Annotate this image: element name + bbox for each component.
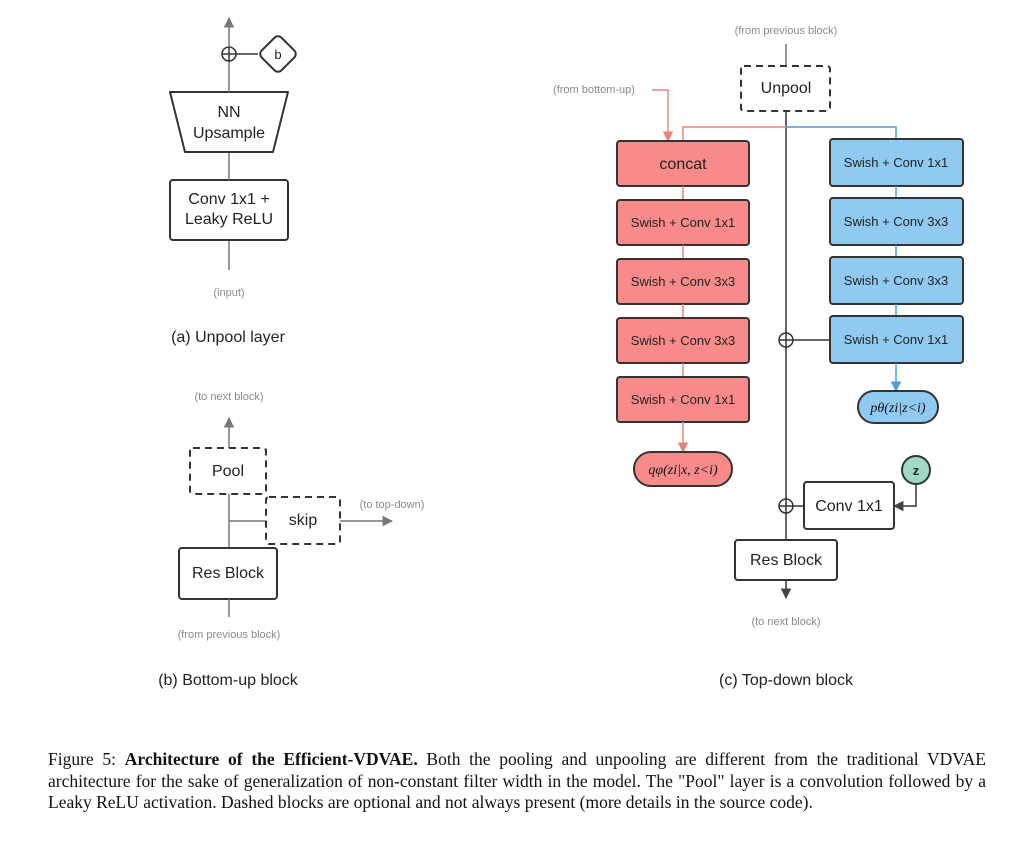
prior-conv-label-1: Swish + Conv 1x1	[844, 155, 948, 170]
conv-leaky-relu-line1: Conv 1x1 +	[188, 191, 269, 208]
input-note: (input)	[213, 287, 244, 299]
unpool-label: Unpool	[761, 80, 812, 97]
bottom-up-input-arrow	[652, 89, 674, 143]
panel-b-bottom-up-block: (to next block) Pool skip (to top-down) …	[158, 391, 424, 689]
prior-distribution-pill	[857, 390, 939, 424]
to-top-down-note: (to top-down)	[360, 499, 425, 511]
add-operator-icon	[221, 46, 237, 62]
panel-c-top-down-block: (from previous block) Unpool (from botto…	[553, 25, 964, 689]
posterior-conv-label-3: Swish + Conv 3x3	[631, 333, 735, 348]
posterior-conv-label-2: Swish + Conv 3x3	[631, 274, 735, 289]
prior-conv-label-3: Swish + Conv 3x3	[844, 273, 948, 288]
panel-b-caption: (b) Bottom-up block	[158, 672, 299, 689]
res-block-label: Res Block	[750, 552, 823, 569]
from-bottom-up-note: (from bottom-up)	[553, 84, 635, 96]
panel-a-caption: (a) Unpool layer	[171, 329, 286, 346]
caption-prefix: Figure 5:	[48, 749, 125, 769]
conv-leaky-relu-line2: Leaky ReLU	[185, 211, 273, 228]
skip-label: skip	[289, 512, 318, 529]
posterior-distribution-label: qφ(zi|x, z<i)	[648, 463, 718, 478]
caption-body: Both the pooling and unpooling are diffe…	[48, 749, 986, 812]
pool-block	[189, 447, 267, 495]
bias-diamond: b	[259, 35, 297, 73]
to-next-block-note: (to next block)	[751, 616, 820, 628]
prior-column: Swish + Conv 1x1 Swish + Conv 3x3 Swish …	[829, 138, 964, 424]
caption-title: Architecture of the Efficient-VDVAE.	[124, 749, 418, 769]
skip-block	[265, 496, 341, 545]
add-operator-icon	[778, 498, 794, 514]
architecture-diagram: Conv 1x1 + Leaky ReLU NN Upsample b (inp…	[158, 16, 964, 689]
nn-upsample-trapezoid	[169, 91, 289, 153]
figure-caption: Figure 5: Architecture of the Efficient-…	[48, 749, 986, 814]
z-to-conv-arrow	[892, 484, 917, 512]
pool-label: Pool	[212, 463, 244, 480]
nn-upsample-line2: Upsample	[193, 125, 265, 142]
posterior-conv-label-4: Swish + Conv 1x1	[631, 392, 735, 407]
add-operator-icon	[778, 332, 794, 348]
z-sample-label: z	[913, 463, 920, 478]
res-block	[178, 547, 278, 600]
prior-conv-label-2: Swish + Conv 3x3	[844, 214, 948, 229]
res-block-label: Res Block	[192, 565, 265, 582]
nn-upsample-line1: NN	[217, 104, 240, 121]
from-previous-block-note: (from previous block)	[178, 629, 281, 641]
bias-label: b	[274, 47, 281, 62]
panel-a-unpool-layer: Conv 1x1 + Leaky ReLU NN Upsample b (inp…	[169, 16, 297, 346]
posterior-column: concat Swish + Conv 1x1 Swish + Conv 3x3…	[616, 140, 750, 487]
trunk-to-concat-line	[682, 126, 786, 141]
concat-label: concat	[659, 156, 707, 173]
from-previous-block-note: (from previous block)	[735, 25, 838, 37]
posterior-distribution-pill	[633, 451, 733, 487]
conv-leaky-relu-block	[169, 179, 289, 241]
posterior-conv-label-1: Swish + Conv 1x1	[631, 215, 735, 230]
panel-c-caption: (c) Top-down block	[719, 672, 854, 689]
prior-conv-label-4: Swish + Conv 1x1	[844, 332, 948, 347]
z-conv-label: Conv 1x1	[815, 498, 883, 515]
prior-distribution-label: pθ(zi|z<i)	[869, 401, 926, 416]
trunk-to-prior-line	[786, 126, 897, 139]
to-next-block-note: (to next block)	[194, 391, 263, 403]
